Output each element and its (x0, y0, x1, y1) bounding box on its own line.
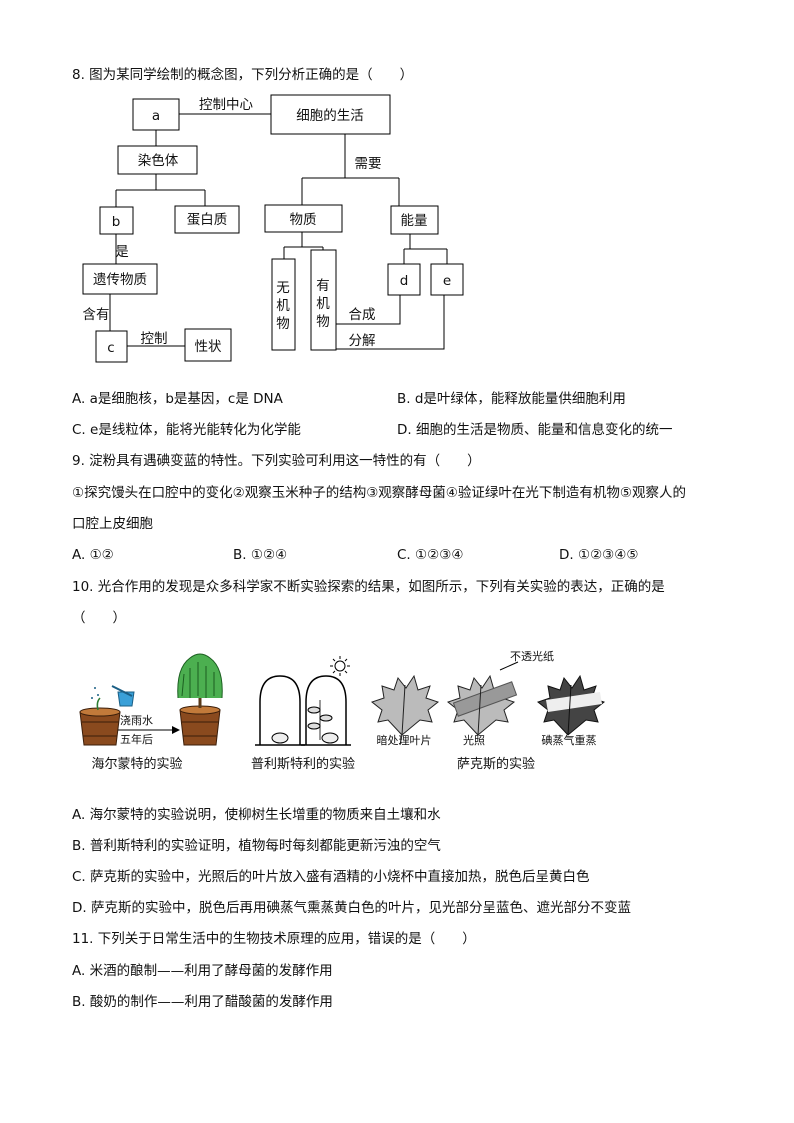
q9-option-a[interactable]: A. ①② (72, 547, 114, 563)
q10-stem-1: 10. 光合作用的发现是众多科学家不断实验探索的结果，如图所示，下列有关实验的表… (72, 579, 665, 595)
box-genetic-material (82, 263, 158, 295)
q8-option-d[interactable]: D. 细胞的生活是物质、能量和信息变化的统一 (397, 422, 673, 438)
q11-option-b[interactable]: B. 酸奶的制作——利用了醋酸菌的发酵作用 (72, 994, 333, 1010)
box-d (387, 263, 421, 296)
mouse-icon (271, 732, 289, 744)
q10-option-c[interactable]: C. 萨克斯的实验中，光照后的叶片放入盛有酒精的小烧杯中直接加热，脱色后呈黄白色 (72, 869, 590, 885)
box-e (430, 263, 464, 296)
label-e: e (443, 273, 451, 289)
label-need: 需要 (355, 156, 382, 172)
leaf-iodine-icon (536, 674, 606, 736)
q8-option-a[interactable]: A. a是细胞核，b是基因，c是 DNA (72, 391, 283, 407)
box-chromosome (117, 145, 198, 175)
box-b (99, 206, 134, 235)
sachs-figure: 暗处理叶片 不透光纸 光照 碘蒸气重蒸 萨克斯的实验 (370, 649, 606, 772)
label-inorganic-2: 机 (276, 298, 290, 314)
q8-option-c[interactable]: C. e是线粒体，能将光能转化为化学能 (72, 422, 301, 438)
q11-stem: 11. 下列关于日常生活中的生物技术原理的应用，错误的是（ ） (72, 931, 476, 947)
bucket-after-icon (179, 709, 221, 746)
box-energy (390, 205, 439, 235)
label-control: 控制 (141, 331, 168, 347)
label-a: a (152, 108, 160, 124)
q10-option-b[interactable]: B. 普利斯特利的实验证明，植物每时每刻都能更新污浊的空气 (72, 838, 441, 854)
q9-line2: 口腔上皮细胞 (72, 516, 153, 532)
label-d: d (400, 273, 409, 289)
label-matter: 物质 (290, 212, 317, 228)
box-matter (264, 204, 343, 233)
box-inorganic (271, 258, 296, 351)
caption-priestley: 普利斯特利的实验 (251, 756, 355, 772)
photosynthesis-experiments-figure: 浇雨水 五年后 海尔蒙特的实验 (79, 649, 606, 772)
caption-sachs: 萨克斯的实验 (457, 756, 535, 772)
conn-decompose (336, 295, 445, 350)
q9-line1: ①探究馒头在口腔中的变化②观察玉米种子的结构③观察酵母菌④验证绿叶在光下制造有机… (72, 485, 687, 501)
label-watering: 浇雨水 (120, 714, 153, 727)
label-genetic-material: 遗传物质 (93, 272, 147, 288)
label-synthesis: 合成 (349, 307, 376, 323)
label-b: b (112, 214, 121, 230)
leaf-dark-icon (370, 674, 440, 746)
q11-option-a[interactable]: A. 米酒的酿制——利用了酵母菌的发酵作用 (72, 963, 333, 979)
opaque-paper-icon (452, 681, 518, 717)
sun-icon (330, 656, 350, 676)
label-contain: 含有 (83, 307, 110, 323)
label-inorganic-3: 物 (276, 316, 290, 332)
q10-stem-2: （ ） (72, 610, 126, 626)
box-organic (310, 249, 337, 351)
box-a (132, 98, 180, 131)
q10-option-a[interactable]: A. 海尔蒙特的实验说明，使柳树生长增重的物质来自土壤和水 (72, 807, 441, 823)
bucket-before-icon (79, 711, 121, 746)
label-protein: 蛋白质 (187, 212, 228, 228)
conn-synthesis (336, 295, 401, 325)
priestley-figure: 普利斯特利的实验 (251, 656, 355, 772)
bell-jar-right-icon (305, 675, 347, 745)
q8-option-b[interactable]: B. d是叶绿体，能释放能量供细胞利用 (397, 391, 626, 407)
label-cell-life: 细胞的生活 (296, 108, 364, 124)
label-is: 是 (115, 244, 129, 260)
box-trait (184, 328, 232, 362)
label-opaque-paper: 不透光纸 (510, 649, 554, 663)
label-organic-2: 机 (316, 296, 330, 312)
label-energy: 能量 (401, 213, 428, 229)
box-c (95, 330, 128, 363)
label-light: 光照 (463, 733, 485, 747)
box-protein (174, 205, 240, 234)
leaf-light-icon (446, 674, 518, 736)
concept-map-diagram: a 控制中心 细胞的生活 染色体 需要 b 蛋白质 物质 能量 是 遗传物质 无… (82, 94, 464, 363)
label-organic-3: 物 (316, 314, 330, 330)
label-iodine: 碘蒸气重蒸 (542, 733, 597, 747)
label-five-years: 五年后 (120, 732, 153, 746)
q9-stem: 9. 淀粉具有遇碘变蓝的特性。下列实验可利用这一特性的有（ ） (72, 453, 481, 469)
label-trait: 性状 (195, 339, 222, 355)
helmont-figure: 浇雨水 五年后 海尔蒙特的实验 (79, 653, 223, 772)
q9-option-d[interactable]: D. ①②③④⑤ (559, 547, 639, 563)
label-control-center: 控制中心 (199, 97, 253, 113)
q9-option-b[interactable]: B. ①②④ (233, 547, 288, 563)
watering-can-icon (91, 685, 135, 707)
plant-icon (307, 700, 333, 740)
q9-option-c[interactable]: C. ①②③④ (397, 547, 464, 563)
label-organic-1: 有 (316, 278, 330, 294)
willow-tree-icon (177, 653, 223, 708)
caption-helmont: 海尔蒙特的实验 (91, 756, 182, 772)
q8-stem: 8. 图为某同学绘制的概念图，下列分析正确的是（ ） (72, 67, 414, 83)
label-inorganic-1: 无 (276, 280, 290, 296)
label-c: c (107, 340, 114, 356)
bell-jar-left-icon (259, 675, 301, 745)
q10-option-d[interactable]: D. 萨克斯的实验中，脱色后再用碘蒸气熏蒸黄白色的叶片，见光部分呈蓝色、遮光部分… (72, 900, 631, 916)
label-decompose: 分解 (349, 333, 376, 349)
label-dark-leaf: 暗处理叶片 (377, 733, 432, 747)
label-chromosome: 染色体 (138, 152, 179, 169)
box-cell-life (270, 94, 391, 135)
